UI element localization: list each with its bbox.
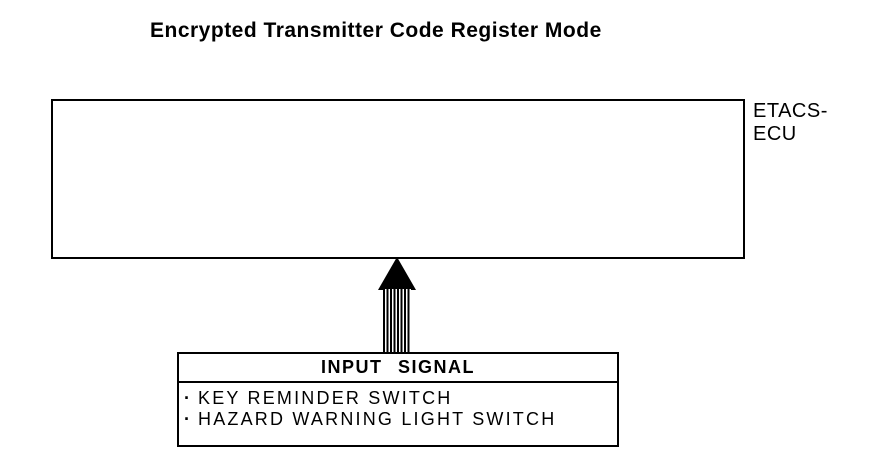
list-item: · HAZARD WARNING LIGHT SWITCH <box>184 409 615 430</box>
etacs-ecu-box <box>51 99 745 259</box>
signal-item-label: HAZARD WARNING LIGHT SWITCH <box>198 409 557 429</box>
list-item: · KEY REMINDER SWITCH <box>184 388 615 409</box>
input-signal-list: · KEY REMINDER SWITCH · HAZARD WARNING L… <box>179 383 617 430</box>
up-arrow-striped-shaft <box>383 289 411 353</box>
signal-item-label: KEY REMINDER SWITCH <box>198 388 453 408</box>
input-signal-box: INPUT SIGNAL · KEY REMINDER SWITCH · HAZ… <box>177 352 619 447</box>
bullet-icon: · <box>184 388 193 408</box>
etacs-ecu-label-line1: ETACS- <box>753 100 828 122</box>
up-arrow-head <box>378 257 416 290</box>
etacs-ecu-label-line2: ECU <box>753 123 797 145</box>
bullet-icon: · <box>184 409 193 429</box>
input-signal-header: INPUT SIGNAL <box>179 354 617 383</box>
etacs-ecu-label: ETACS- ECU <box>753 100 828 146</box>
diagram-title: Encrypted Transmitter Code Register Mode <box>150 19 602 42</box>
